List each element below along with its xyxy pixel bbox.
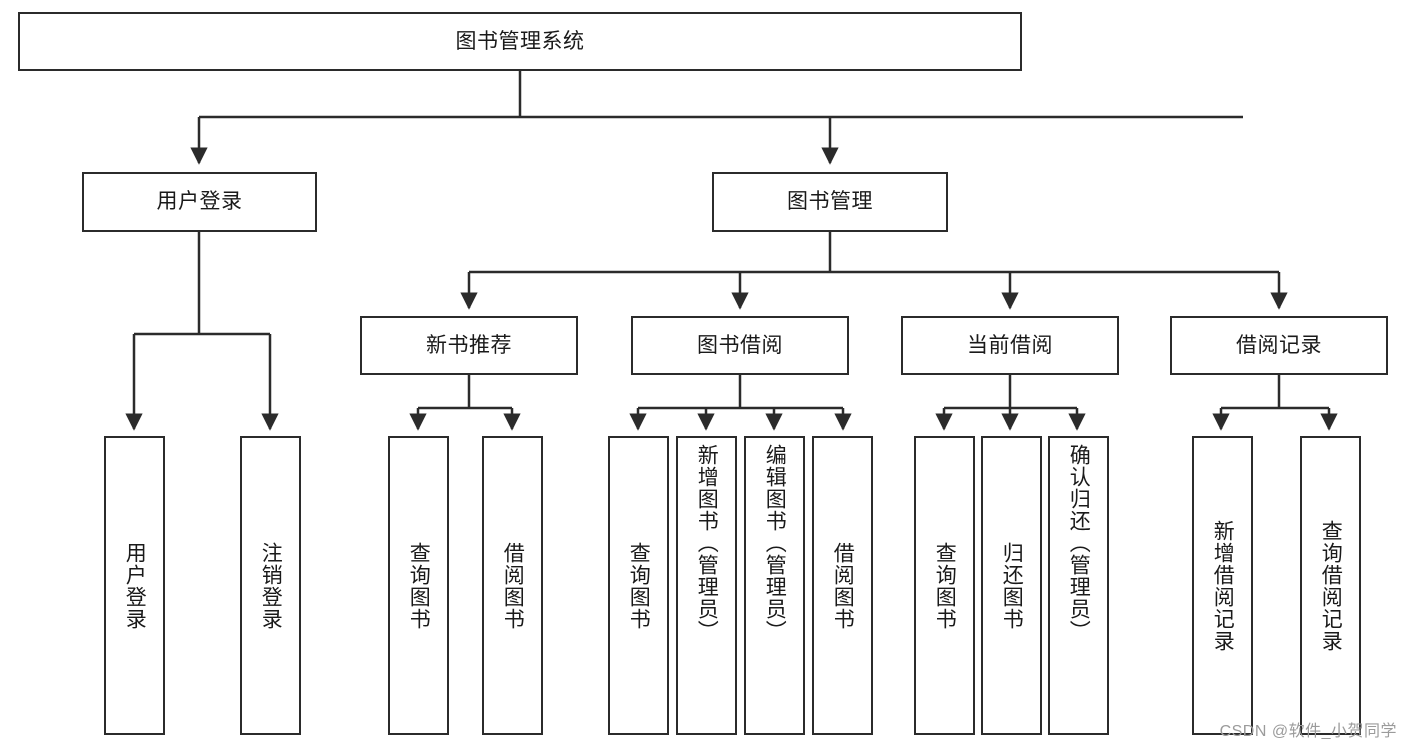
node-current-borrow[interactable]: 当前借阅 bbox=[901, 316, 1119, 375]
csdn-watermark: CSDN @软件_小贺同学 bbox=[1219, 723, 1397, 740]
leaf-current-return-book-label: 归还图书 bbox=[1000, 541, 1024, 630]
leaf-borrow-query-book-label: 查询图书 bbox=[627, 541, 651, 630]
leaf-borrow-borrow-book[interactable]: 借阅图书 bbox=[812, 436, 873, 735]
node-book-borrow[interactable]: 图书借阅 bbox=[631, 316, 849, 375]
leaf-user-login[interactable]: 用户登录 bbox=[104, 436, 165, 735]
leaf-current-query-book-label: 查询图书 bbox=[933, 541, 957, 630]
leaf-current-confirm-return-admin[interactable]: 确认归还（管理员） bbox=[1048, 436, 1109, 735]
leaf-user-login-label: 用户登录 bbox=[123, 541, 147, 630]
leaf-records-query-record-label: 查询借阅记录 bbox=[1319, 519, 1343, 652]
node-borrow-records[interactable]: 借阅记录 bbox=[1170, 316, 1388, 375]
leaf-current-confirm-return-admin-label: 确认归还（管理员） bbox=[1067, 444, 1091, 642]
leaf-newbook-borrow-book-label: 借阅图书 bbox=[501, 541, 525, 630]
leaf-logout-label: 注销登录 bbox=[259, 541, 283, 630]
leaf-newbook-query-book[interactable]: 查询图书 bbox=[388, 436, 449, 735]
leaf-borrow-borrow-book-label: 借阅图书 bbox=[831, 541, 855, 630]
leaf-borrow-edit-book-admin-label: 编辑图书（管理员） bbox=[763, 444, 787, 642]
leaf-logout[interactable]: 注销登录 bbox=[240, 436, 301, 735]
node-new-book-recommend-label: 新书推荐 bbox=[426, 333, 512, 357]
leaf-newbook-query-book-label: 查询图书 bbox=[407, 541, 431, 630]
leaf-newbook-borrow-book[interactable]: 借阅图书 bbox=[482, 436, 543, 735]
leaf-records-add-record[interactable]: 新增借阅记录 bbox=[1192, 436, 1253, 735]
node-root[interactable]: 图书管理系统 bbox=[18, 12, 1022, 71]
leaf-current-query-book[interactable]: 查询图书 bbox=[914, 436, 975, 735]
node-book-borrow-label: 图书借阅 bbox=[697, 333, 783, 357]
leaf-borrow-add-book-admin[interactable]: 新增图书（管理员） bbox=[676, 436, 737, 735]
leaf-records-query-record[interactable]: 查询借阅记录 bbox=[1300, 436, 1361, 735]
node-borrow-records-label: 借阅记录 bbox=[1236, 333, 1322, 357]
node-user-login[interactable]: 用户登录 bbox=[82, 172, 317, 232]
leaf-borrow-edit-book-admin[interactable]: 编辑图书（管理员） bbox=[744, 436, 805, 735]
node-root-label: 图书管理系统 bbox=[455, 29, 585, 53]
leaf-records-add-record-label: 新增借阅记录 bbox=[1211, 519, 1235, 652]
leaf-borrow-query-book[interactable]: 查询图书 bbox=[608, 436, 669, 735]
node-user-login-label: 用户登录 bbox=[156, 190, 243, 214]
leaf-current-return-book[interactable]: 归还图书 bbox=[981, 436, 1042, 735]
node-book-management[interactable]: 图书管理 bbox=[712, 172, 948, 232]
leaf-borrow-add-book-admin-label: 新增图书（管理员） bbox=[695, 444, 719, 642]
node-book-management-label: 图书管理 bbox=[787, 190, 873, 214]
node-current-borrow-label: 当前借阅 bbox=[967, 333, 1053, 357]
node-new-book-recommend[interactable]: 新书推荐 bbox=[360, 316, 578, 375]
